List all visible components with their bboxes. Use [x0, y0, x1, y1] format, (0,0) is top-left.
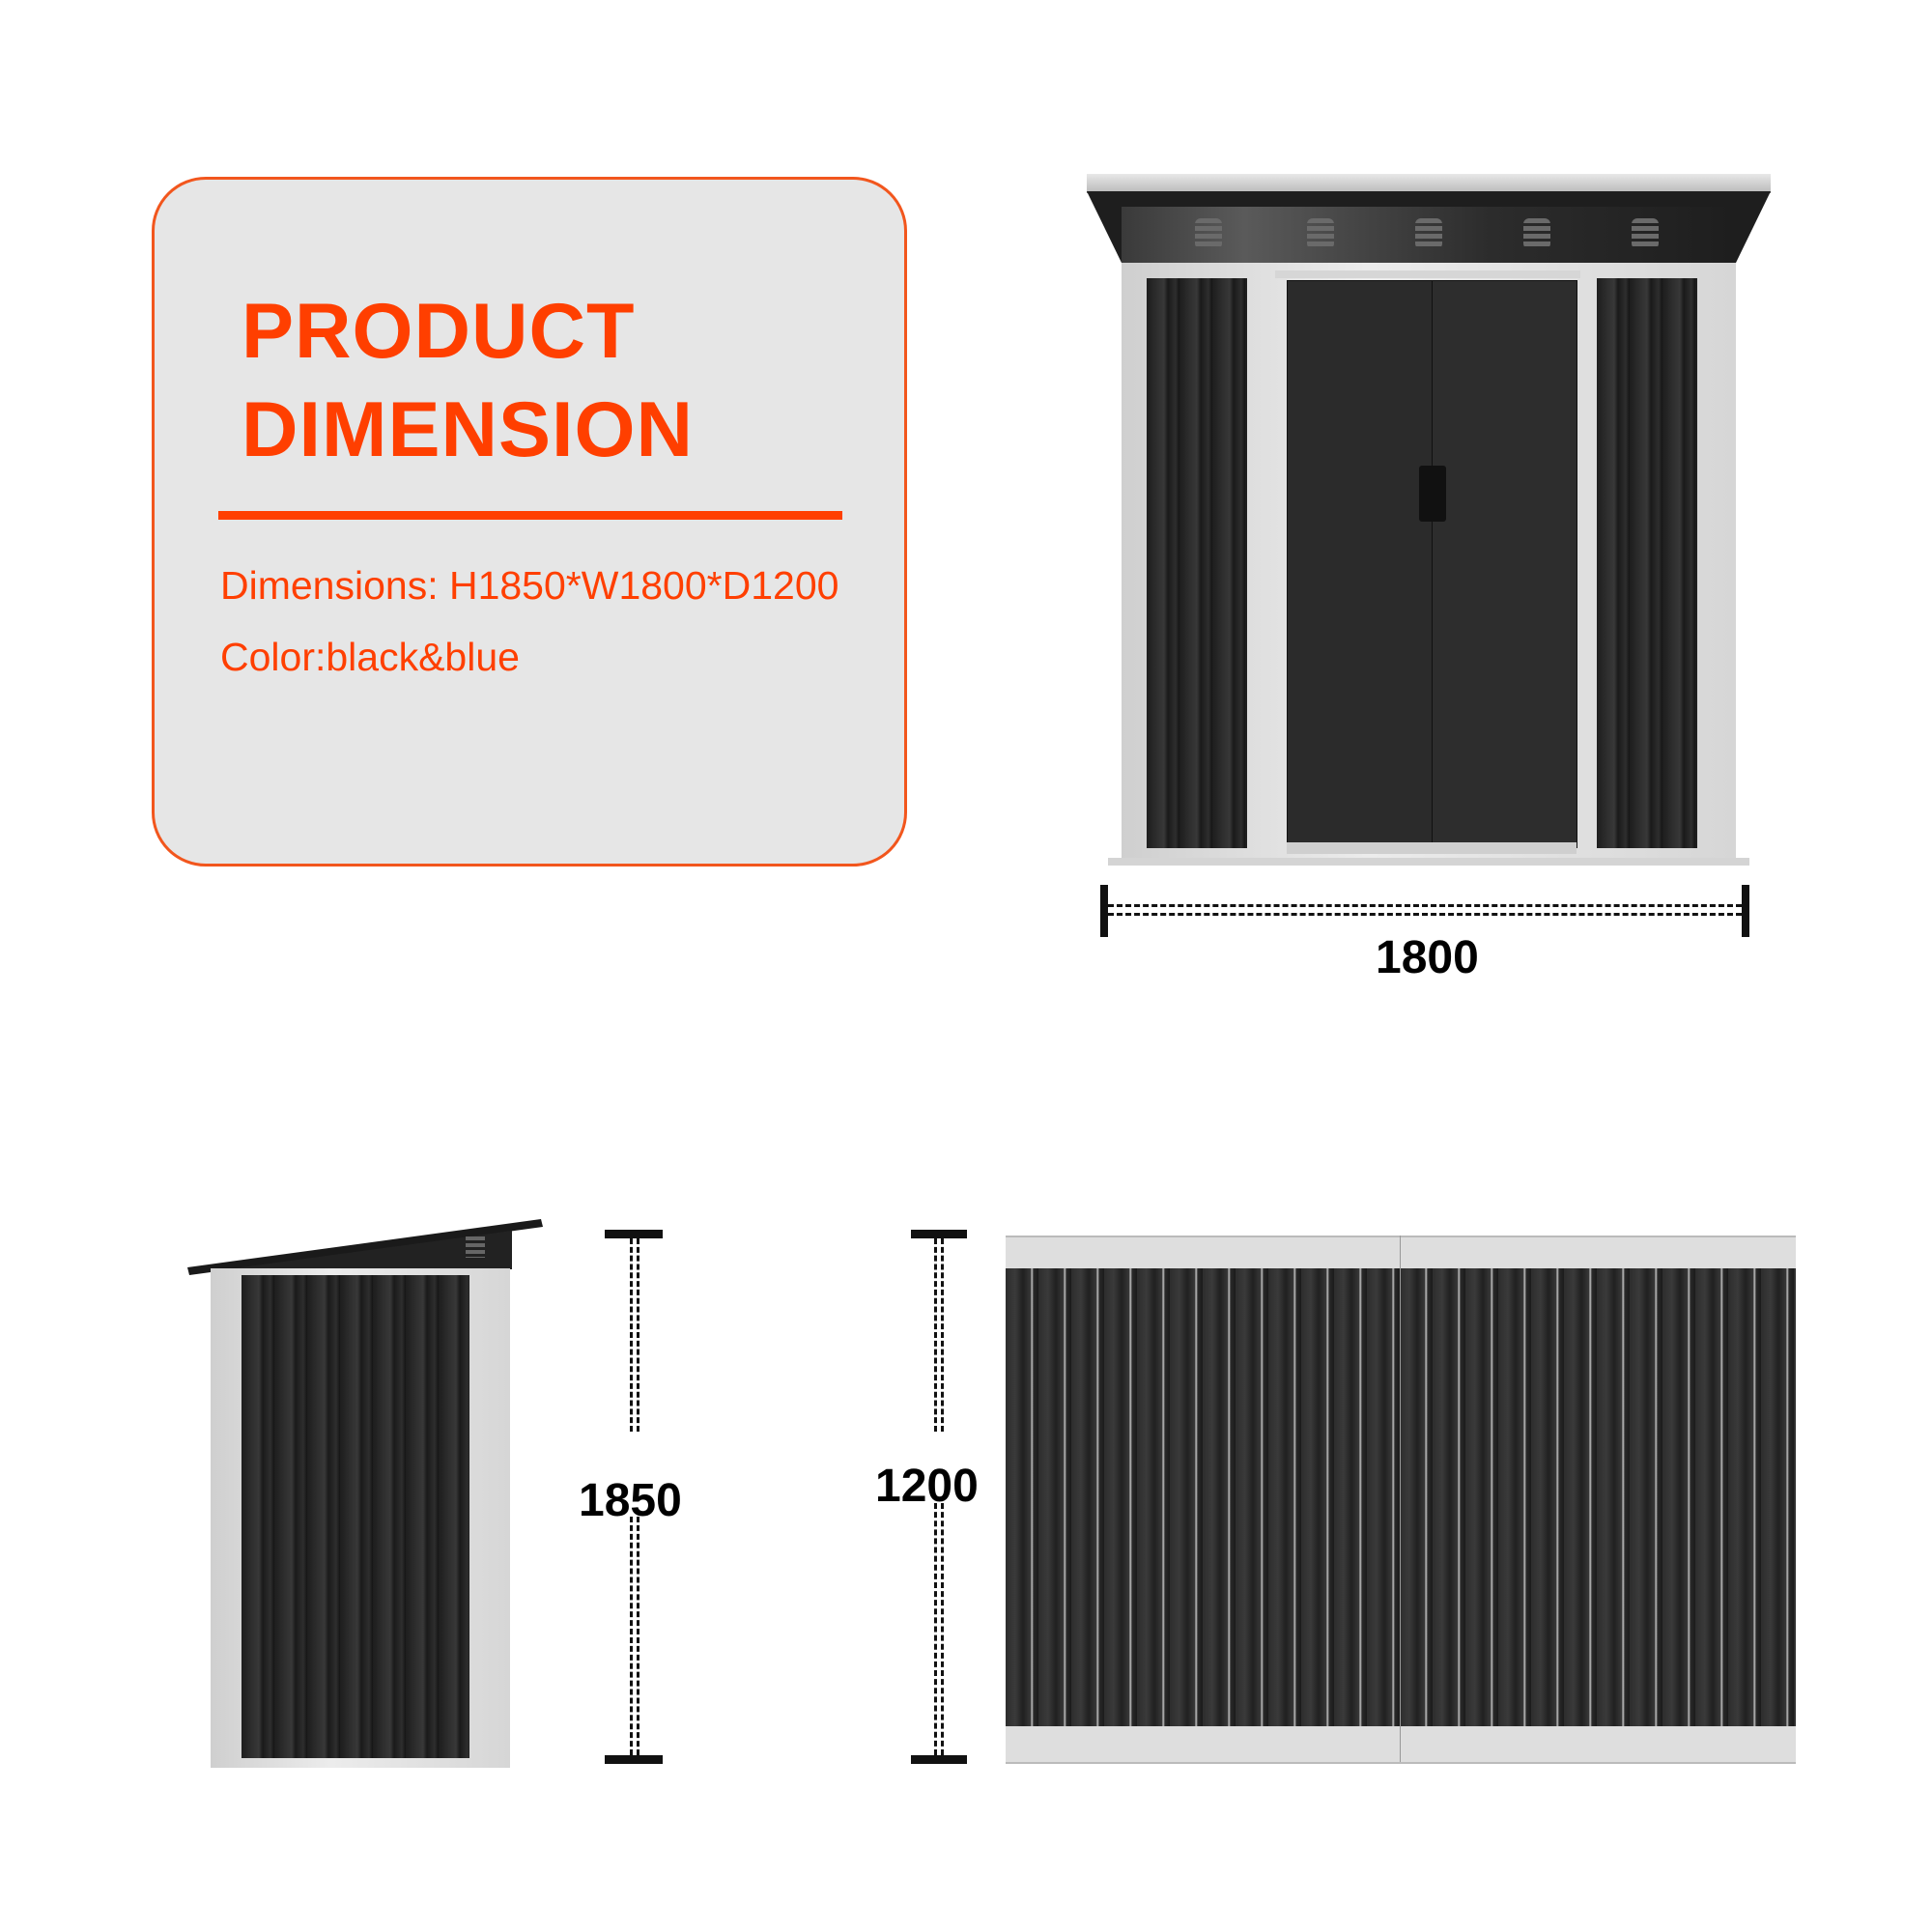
- width-dim-line: [1108, 913, 1742, 916]
- title-line-dimension: DIMENSION: [242, 386, 695, 473]
- top-frame-rail: [1006, 1236, 1796, 1270]
- door-header: [1275, 270, 1580, 278]
- height-dim-line: [630, 1517, 633, 1755]
- left-wall-panel: [1147, 278, 1247, 848]
- height-label: 1850: [579, 1475, 682, 1526]
- depth-label: 1200: [875, 1461, 979, 1512]
- product-info-card: [152, 177, 907, 867]
- height-dim-top: [605, 1230, 663, 1238]
- vent-icon: [1415, 218, 1442, 249]
- vent-icon: [1307, 218, 1334, 249]
- side-wall-panel: [242, 1275, 469, 1758]
- vent-icon: [466, 1236, 485, 1258]
- height-dim-line: [637, 1238, 639, 1432]
- vent-icon: [1195, 218, 1222, 249]
- vent-icon: [1523, 218, 1550, 249]
- depth-dim-line: [941, 1503, 944, 1755]
- shed-top-icon: [1006, 1236, 1796, 1764]
- depth-dim-line: [934, 1503, 937, 1755]
- width-label: 1800: [1376, 932, 1479, 983]
- door-threshold: [1287, 842, 1577, 854]
- panel-seam: [1400, 1236, 1401, 1762]
- depth-dim-bottom: [911, 1755, 967, 1764]
- dimensions-spec: Dimensions: H1850*W1800*D1200: [220, 563, 839, 608]
- roof-panel: [1006, 1268, 1796, 1726]
- title-divider: [218, 511, 842, 520]
- height-dim-line: [630, 1238, 633, 1432]
- left-door: [1287, 280, 1433, 848]
- depth-dim-top: [911, 1230, 967, 1238]
- depth-dim-line: [941, 1238, 944, 1432]
- vent-icon: [1632, 218, 1659, 249]
- shed-side-icon: [184, 1208, 551, 1773]
- side-roof: [187, 1219, 543, 1275]
- color-spec: Color:black&blue: [220, 635, 520, 679]
- width-dim-end: [1742, 885, 1749, 937]
- right-wall-panel: [1597, 278, 1697, 848]
- door-handle-icon: [1419, 466, 1446, 522]
- height-dim-line: [637, 1517, 639, 1755]
- title-line-product: PRODUCT: [242, 288, 636, 375]
- base-rail: [1108, 858, 1749, 866]
- right-door: [1432, 280, 1577, 848]
- width-dim-line: [1108, 904, 1742, 907]
- width-dim-start: [1100, 885, 1108, 937]
- vent-header: [1122, 207, 1736, 263]
- height-dim-bottom: [605, 1755, 663, 1764]
- shed-front-icon: [1087, 174, 1771, 869]
- bottom-frame-rail: [1006, 1726, 1796, 1764]
- roof-edge: [1087, 174, 1771, 193]
- depth-dim-line: [934, 1238, 937, 1432]
